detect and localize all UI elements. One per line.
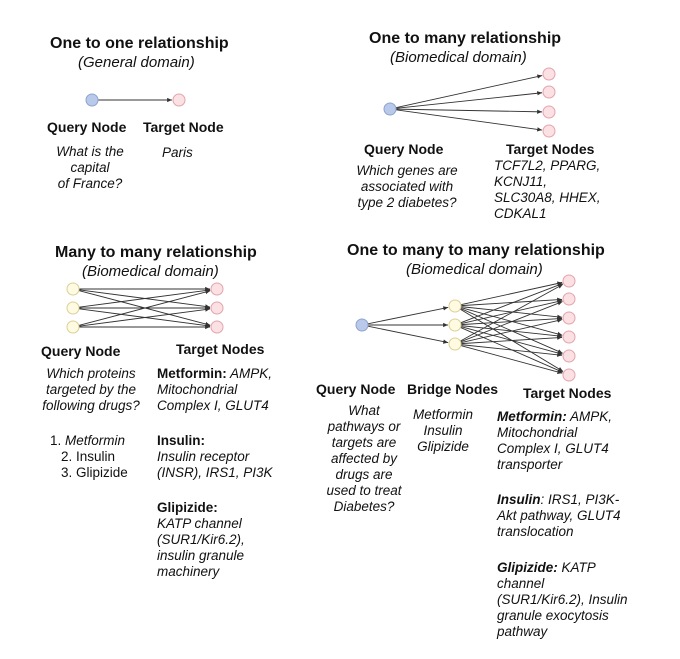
edge-arrow	[395, 109, 543, 132]
target-node	[562, 368, 576, 382]
p3-title: Many to many relationship	[55, 244, 257, 261]
edge-arrow	[395, 91, 543, 109]
edge-arrow	[460, 344, 563, 357]
p3-query-label: Query Node	[41, 343, 121, 359]
edge-arrow	[78, 307, 211, 327]
target-node	[562, 274, 576, 288]
p2-answer: TCF7L2, PPARG,KCNJ11,SLC30A8, HHEX,CDKAL…	[494, 158, 601, 221]
edge-arrow	[460, 283, 564, 342]
p2-title: One to many relationship	[369, 30, 562, 47]
p3-answer-metformin: Metformin: AMPK, Mitochondrial Complex I…	[157, 366, 273, 413]
p4-query-label: Query Node	[316, 381, 396, 397]
target-node	[542, 105, 556, 119]
target-node	[542, 124, 556, 138]
p4-title: One to many to many relationship	[347, 242, 605, 259]
bridge-item: Metformin	[412, 407, 473, 422]
query-node	[383, 102, 397, 116]
bridge-item: Insulin	[423, 423, 463, 438]
edge-arrow	[460, 335, 563, 345]
p1-answer: Paris	[162, 145, 193, 160]
target-node	[210, 320, 224, 334]
p3-drug-list: 1. Metformin 2. Insulin 3. Glipizide	[50, 433, 128, 481]
edge-arrow	[78, 288, 211, 308]
p4-bridge-label: Bridge Nodes	[407, 381, 499, 397]
edge-arrow	[460, 281, 563, 306]
p4-target-label: Target Nodes	[523, 385, 612, 401]
p2-query-label: Query Node	[364, 141, 444, 157]
p2-subtitle: (Biomedical domain)	[390, 49, 527, 66]
target-node	[542, 67, 556, 81]
target-node	[210, 301, 224, 315]
edge-arrow	[460, 318, 563, 344]
target-node	[562, 292, 576, 306]
p4-answer-insulin: Insulin: IRS1, PI3K- Akt pathway, GLUT4 …	[497, 492, 621, 539]
source-node	[66, 301, 80, 315]
bridge-node	[448, 318, 462, 332]
query-node	[85, 93, 99, 107]
drug-item: 1. Metformin	[50, 433, 126, 448]
p4-bridge-list: Metformin Insulin Glipizide	[405, 407, 481, 455]
target-node	[562, 330, 576, 344]
edge-arrow	[367, 306, 449, 325]
edge-arrow	[460, 345, 563, 374]
bridge-node	[448, 299, 462, 313]
target-node	[562, 311, 576, 325]
edge-arrow	[367, 325, 449, 344]
target-node	[210, 282, 224, 296]
drug-item: 2. Insulin	[61, 449, 116, 464]
p4-answer-metformin: Metformin: AMPK, Mitochondrial Complex I…	[497, 409, 613, 472]
drug-item: 3. Glipizide	[61, 465, 128, 480]
p1-subtitle: (General domain)	[78, 54, 195, 71]
p3-answer-glipizide: Glipizide: KATP channel (SUR1/Kir6.2), i…	[157, 500, 245, 579]
edge-arrow	[460, 299, 563, 325]
edge-arrow	[460, 283, 563, 324]
target-node	[542, 85, 556, 99]
target-node	[562, 349, 576, 363]
source-node	[66, 282, 80, 296]
p3-target-label: Target Nodes	[176, 341, 265, 357]
edge-arrow	[395, 74, 543, 109]
edge-arrow	[78, 289, 211, 326]
p3-answer-insulin: Insulin: Insulin receptor (INSR), IRS1, …	[157, 433, 273, 480]
p3-subtitle: (Biomedical domain)	[82, 263, 219, 280]
p1-query-label: Query Node	[47, 119, 127, 135]
p2-target-label: Target Nodes	[506, 141, 595, 157]
bridge-item: Glipizide	[417, 439, 469, 454]
edge-arrow	[460, 297, 563, 307]
edge-arrow	[460, 301, 563, 343]
p1-title: One to one relationship	[50, 35, 229, 52]
edge-arrow	[395, 108, 543, 114]
p4-subtitle: (Biomedical domain)	[406, 261, 543, 278]
target-node	[172, 93, 186, 107]
bridge-node	[448, 337, 462, 351]
p4-answer-glipizide: Glipizide: KATP channel (SUR1/Kir6.2), I…	[497, 560, 628, 639]
p1-target-label: Target Node	[143, 119, 224, 135]
query-node	[355, 318, 369, 332]
source-node	[66, 320, 80, 334]
